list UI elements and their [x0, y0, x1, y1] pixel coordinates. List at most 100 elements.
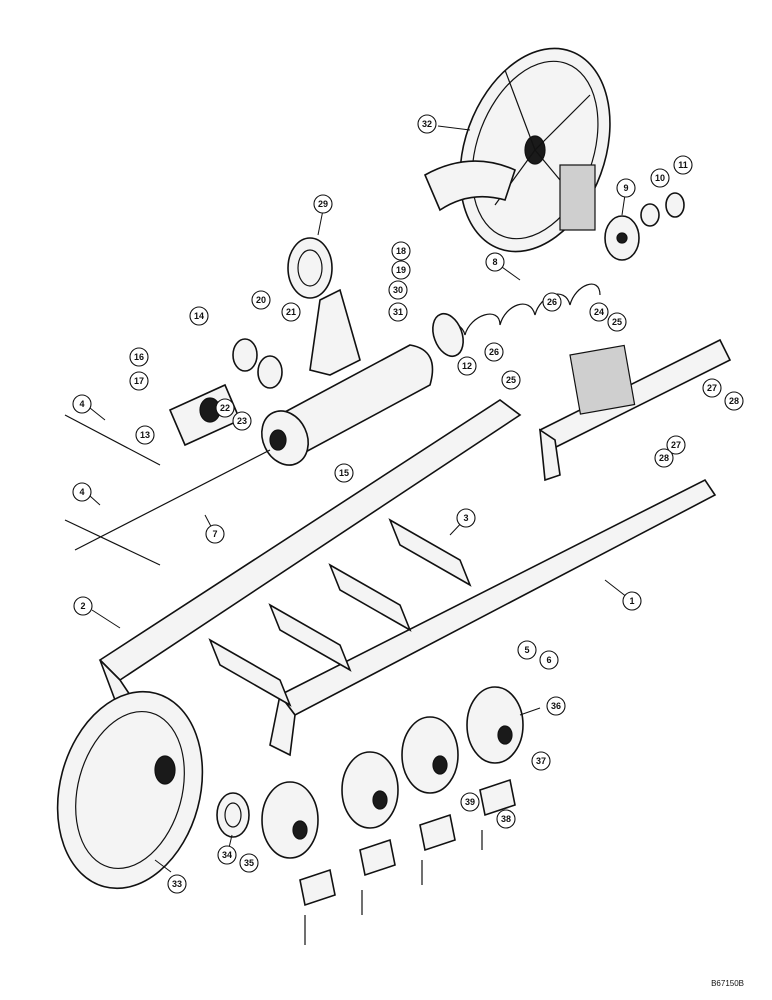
drive-sprocket — [56, 690, 204, 890]
callout-20: 20 — [251, 290, 271, 310]
svg-text:2: 2 — [80, 601, 85, 611]
svg-text:8: 8 — [492, 257, 497, 267]
callout-2: 2 — [73, 596, 93, 616]
callout-39: 39 — [460, 792, 480, 812]
svg-text:14: 14 — [194, 311, 204, 321]
track-adjuster-cylinder — [261, 344, 434, 466]
callout-6: 6 — [539, 650, 559, 670]
svg-text:33: 33 — [172, 879, 182, 889]
figure-reference-code: B67150B — [711, 979, 744, 988]
svg-text:28: 28 — [659, 453, 669, 463]
adjusting-rods — [64, 414, 271, 566]
svg-text:1: 1 — [629, 596, 634, 606]
svg-text:25: 25 — [612, 317, 622, 327]
callout-24: 24 — [589, 302, 609, 322]
callout-4b: 4 — [72, 482, 92, 502]
callout-8: 8 — [485, 252, 505, 272]
svg-text:16: 16 — [134, 352, 144, 362]
callout-35: 35 — [239, 853, 259, 873]
svg-text:15: 15 — [339, 468, 349, 478]
svg-text:17: 17 — [134, 376, 144, 386]
svg-text:24: 24 — [594, 307, 604, 317]
callout-23: 23 — [232, 411, 252, 431]
svg-text:25: 25 — [506, 375, 516, 385]
svg-text:10: 10 — [655, 173, 665, 183]
svg-text:23: 23 — [237, 416, 247, 426]
callout-11: 11 — [673, 155, 693, 175]
svg-text:38: 38 — [501, 814, 511, 824]
svg-text:3: 3 — [463, 513, 468, 523]
svg-text:4: 4 — [79, 487, 84, 497]
svg-text:26: 26 — [489, 347, 499, 357]
callout-27b: 27 — [666, 435, 686, 455]
callout-27a: 27 — [702, 378, 722, 398]
svg-text:26: 26 — [547, 297, 557, 307]
callout-1: 1 — [622, 591, 642, 611]
svg-text:4: 4 — [79, 399, 84, 409]
callout-4a: 4 — [72, 394, 92, 414]
svg-text:39: 39 — [465, 797, 475, 807]
svg-text:20: 20 — [256, 295, 266, 305]
callout-25a: 25 — [607, 312, 627, 332]
callout-37: 37 — [531, 751, 551, 771]
roller-clamps — [299, 778, 516, 945]
front-idler-wheel — [423, 47, 611, 253]
svg-text:35: 35 — [244, 858, 254, 868]
track-frame-side-rail — [269, 478, 717, 757]
rear-guide-bracket — [538, 338, 732, 482]
yoke-hardware — [604, 192, 685, 261]
callout-33: 33 — [167, 874, 187, 894]
callout-22: 22 — [215, 398, 235, 418]
callout-7: 7 — [205, 524, 225, 544]
svg-text:28: 28 — [729, 396, 739, 406]
svg-text:32: 32 — [422, 119, 432, 129]
svg-text:7: 7 — [212, 529, 217, 539]
callout-10: 10 — [650, 168, 670, 188]
sprocket-seal — [216, 792, 250, 838]
callout-18: 18 — [391, 241, 411, 261]
svg-text:30: 30 — [393, 285, 403, 295]
callout-28a: 28 — [724, 391, 744, 411]
callout-38: 38 — [496, 809, 516, 829]
svg-text:27: 27 — [707, 383, 717, 393]
callout-29: 29 — [313, 194, 333, 214]
callout-36: 36 — [546, 696, 566, 716]
svg-text:36: 36 — [551, 701, 561, 711]
svg-text:6: 6 — [546, 655, 551, 665]
svg-text:19: 19 — [396, 265, 406, 275]
svg-text:18: 18 — [396, 246, 406, 256]
callout-19: 19 — [391, 260, 411, 280]
callout-26b: 26 — [484, 342, 504, 362]
cross-members — [208, 518, 472, 707]
svg-text:9: 9 — [623, 183, 628, 193]
callout-13: 13 — [135, 425, 155, 445]
callout-17: 17 — [129, 371, 149, 391]
callout-21: 21 — [281, 302, 301, 322]
svg-text:22: 22 — [220, 403, 230, 413]
callout-28b: 28 — [654, 448, 674, 468]
callout-9: 9 — [616, 178, 636, 198]
callout-16: 16 — [129, 347, 149, 367]
track-rollers — [261, 686, 524, 859]
callout-34: 34 — [217, 845, 237, 865]
callout-25b: 25 — [501, 370, 521, 390]
bearing-halves — [232, 338, 283, 389]
recoil-spring — [432, 283, 601, 358]
track-frame-upper-rail — [98, 399, 522, 702]
svg-text:5: 5 — [524, 645, 529, 655]
svg-text:21: 21 — [286, 307, 296, 317]
callout-31: 31 — [388, 302, 408, 322]
carrier-roller — [287, 237, 361, 376]
callout-5: 5 — [517, 640, 537, 660]
svg-text:11: 11 — [678, 160, 688, 170]
svg-text:27: 27 — [671, 440, 681, 450]
svg-text:13: 13 — [140, 430, 150, 440]
svg-text:37: 37 — [536, 756, 546, 766]
callout-15: 15 — [334, 463, 354, 483]
callout-3: 3 — [456, 508, 476, 528]
svg-text:34: 34 — [222, 850, 232, 860]
callout-14: 14 — [189, 306, 209, 326]
callout-30: 30 — [388, 280, 408, 300]
callout-12: 12 — [457, 356, 477, 376]
